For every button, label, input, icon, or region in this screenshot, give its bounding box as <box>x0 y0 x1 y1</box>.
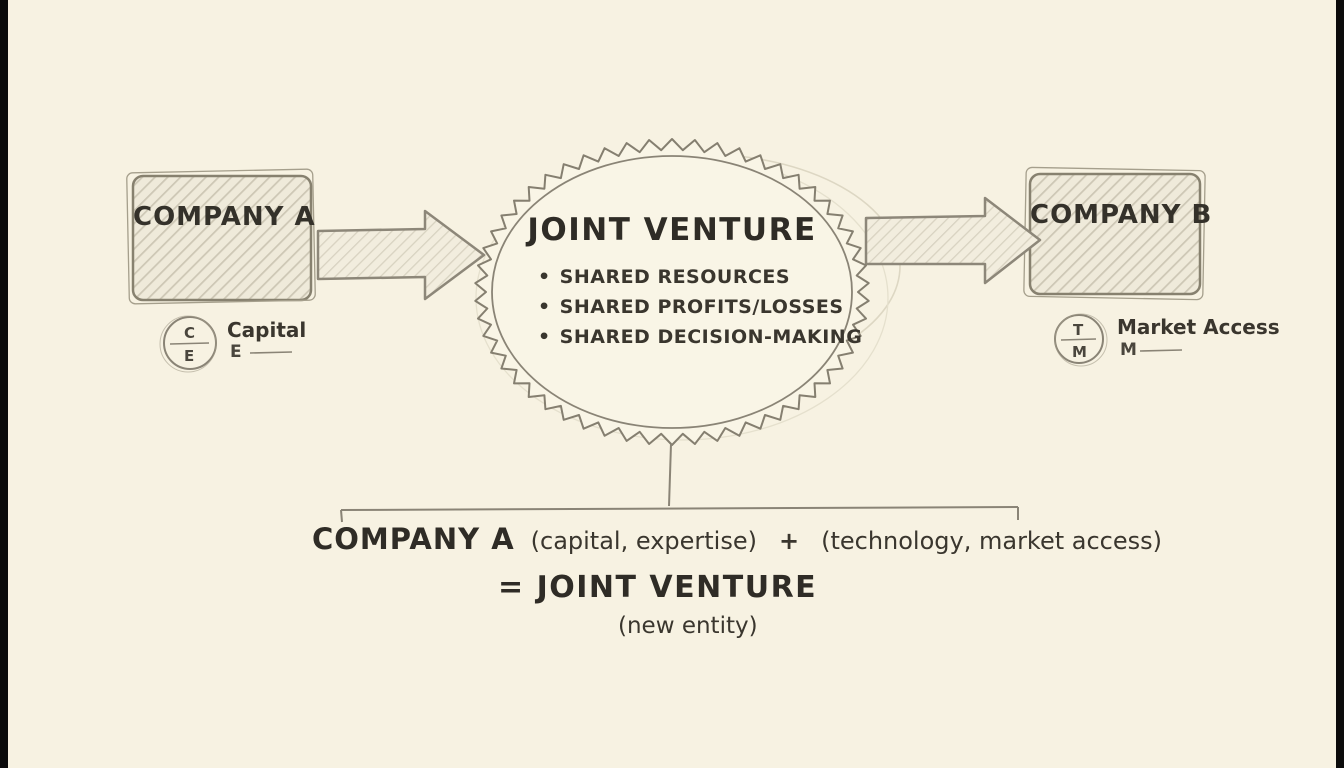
company-b-note-title: Market Access <box>1117 315 1280 339</box>
jv-connector-line <box>668 443 672 507</box>
jv-bullet-text: SHARED DECISION-MAKING <box>559 326 863 348</box>
formula-right-paren: (technology, market access) <box>821 527 1163 555</box>
company-a-note-sub: E <box>230 342 242 362</box>
bullet-dot-icon: • <box>538 326 551 348</box>
formula-result: = JOINT VENTURE <box>498 570 818 605</box>
company-b-badge-top: T <box>1073 321 1084 339</box>
jv-ellipse <box>474 138 870 446</box>
jv-bullet-item: • SHARED DECISION-MAKING <box>538 322 862 352</box>
bullet-dot-icon: • <box>538 266 551 288</box>
left-edge-bar <box>0 0 8 768</box>
company-a-note-underline <box>249 351 293 354</box>
company-b-badge-circle <box>1054 313 1108 367</box>
formula-plus: + <box>778 527 800 555</box>
company-b-label: COMPANY B <box>1030 200 1213 230</box>
company-b-badge-bottom: M <box>1072 343 1087 361</box>
company-b-note-underline <box>1139 349 1183 352</box>
formula-company: COMPANY A <box>312 522 515 556</box>
arrow-a-to-jv <box>316 209 486 301</box>
bullet-dot-icon: • <box>538 296 551 318</box>
formula-line1: COMPANY A (capital, expertise) + (techno… <box>312 522 1162 556</box>
jv-bullet-text: SHARED RESOURCES <box>559 266 791 288</box>
formula-note: (new entity) <box>618 613 758 639</box>
company-a-label: COMPANY A <box>133 202 316 232</box>
company-a-badge-circle <box>159 315 217 373</box>
company-a-badge-bottom: E <box>184 347 195 365</box>
company-b-note-sub: M <box>1120 340 1137 360</box>
company-a-badge-top: C <box>184 324 196 342</box>
jv-bullet-list: • SHARED RESOURCES • SHARED PROFITS/LOSSES… <box>538 262 862 352</box>
jv-bullet-item: • SHARED RESOURCES <box>538 262 862 292</box>
company-a-box <box>126 168 316 305</box>
right-edge-bar <box>1336 0 1344 768</box>
jv-title: JOINT VENTURE <box>527 212 817 248</box>
jv-bullet-item: • SHARED PROFITS/LOSSES <box>538 292 862 322</box>
company-a-note-title: Capital <box>227 318 307 342</box>
arrow-jv-to-b <box>864 196 1042 285</box>
formula-left-paren: (capital, expertise) <box>530 527 757 555</box>
company-b-box <box>1023 166 1206 301</box>
jv-bullet-text: SHARED PROFITS/LOSSES <box>559 296 844 318</box>
formula-bracket <box>340 506 1019 523</box>
